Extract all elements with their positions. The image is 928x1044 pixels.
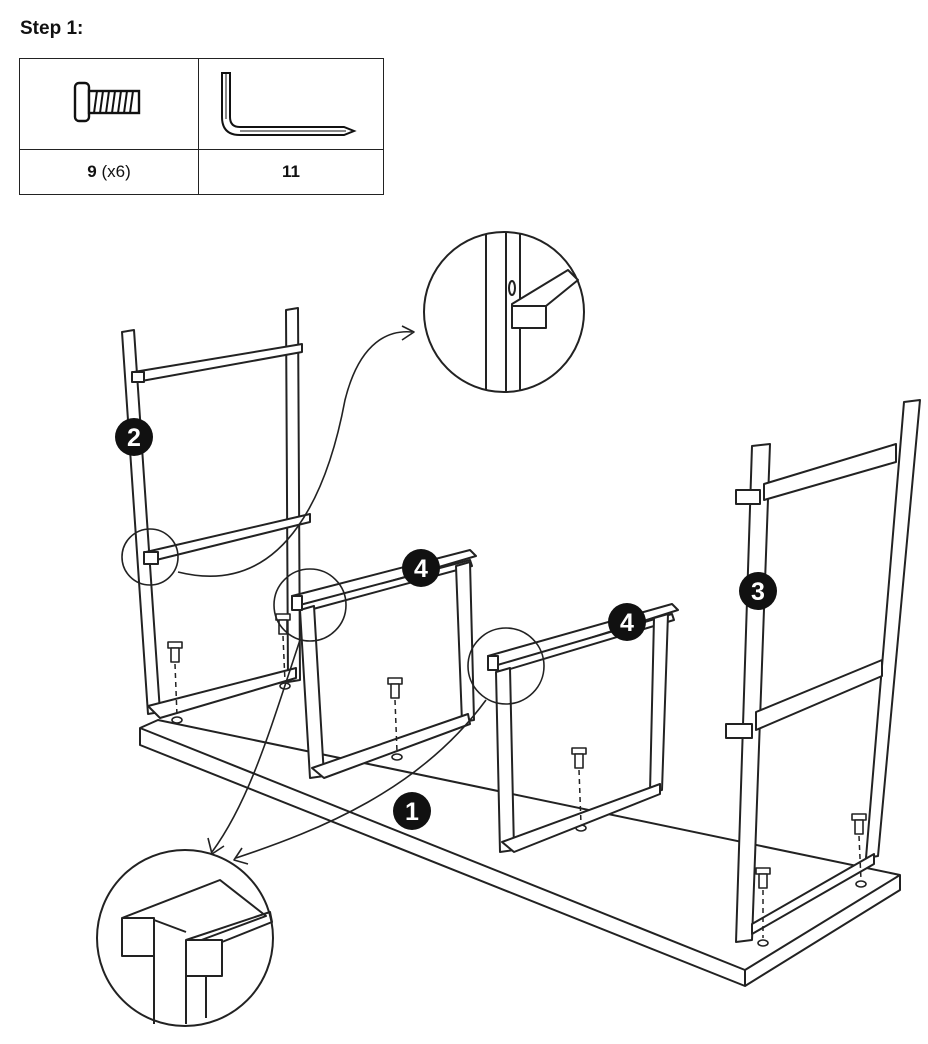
parts-table: 9 (x6) 11 [19, 58, 384, 195]
board-holes [171, 682, 867, 947]
screws [167, 613, 867, 889]
step-title: Step 1: [20, 18, 84, 39]
part-number: 11 [282, 162, 300, 181]
parts-icon-cell [19, 58, 199, 150]
right-frame [725, 399, 921, 943]
callout-badges: 1 2 3 4 4 [115, 418, 777, 830]
part-label-screw: 9 (x6) [19, 149, 199, 195]
callout-badge-2: 2 [115, 418, 153, 456]
allen-key-icon [221, 71, 357, 136]
svg-text:4: 4 [414, 555, 428, 583]
part-quantity: (x6) [101, 162, 131, 181]
screw-guides [174, 635, 862, 938]
zoom-detail-bottom [96, 849, 274, 1027]
svg-text:2: 2 [127, 424, 141, 452]
callout-badge-4a: 4 [402, 549, 440, 587]
svg-text:4: 4 [620, 609, 634, 637]
left-frame [121, 307, 311, 719]
screw-icon [73, 81, 141, 122]
svg-text:1: 1 [405, 798, 419, 826]
parts-icon-cell [198, 58, 384, 150]
part-number: 9 [87, 162, 97, 181]
callout-badge-1: 1 [393, 792, 431, 830]
svg-text:3: 3 [751, 578, 765, 606]
callout-badge-4b: 4 [608, 603, 646, 641]
callout-badge-3: 3 [739, 572, 777, 610]
part-label-allen-key: 11 [198, 149, 384, 195]
zoom-detail-top [423, 231, 585, 393]
desktop-board [139, 719, 901, 987]
detail-markers [121, 528, 545, 705]
